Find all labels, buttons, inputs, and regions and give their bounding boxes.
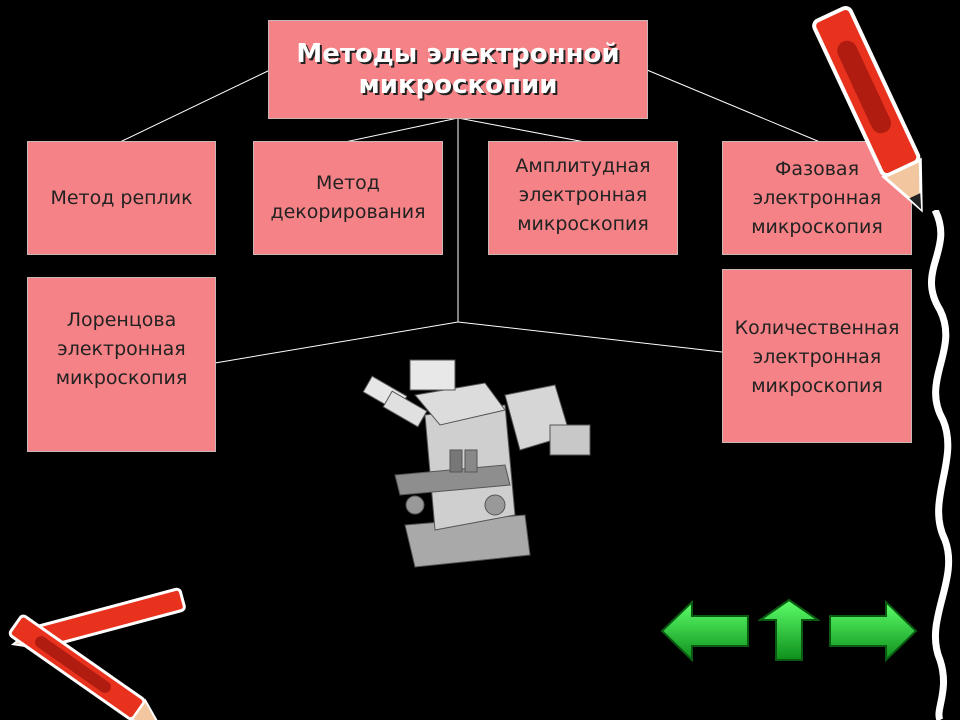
diagram-title: Методы электронной микроскопии <box>296 38 620 100</box>
method-label: Амплитудная электронная микроскопия <box>515 155 651 235</box>
crossed-pencils-icon <box>8 587 186 720</box>
pencil-icon <box>812 5 923 213</box>
arrow-up-icon[interactable] <box>758 598 820 662</box>
arrow-left-icon[interactable] <box>660 600 750 662</box>
method-box-phase: Фазовая электронная микроскопия <box>722 141 912 255</box>
method-label: Лоренцова электронная микроскопия <box>55 309 188 389</box>
method-label: Количественная электронная микроскопия <box>734 317 900 397</box>
microscope-image <box>362 359 591 568</box>
method-box-decoration: Метод декорирования <box>253 141 443 255</box>
method-label: Метод реплик <box>50 186 193 209</box>
method-box-lorentz: Лоренцова электронная микроскопия <box>27 277 216 452</box>
method-label: Метод декорирования <box>270 172 426 223</box>
decorative-wave <box>927 210 953 720</box>
diagram-title-box: Методы электронной микроскопии <box>268 20 648 119</box>
method-box-quantitative: Количественная электронная микроскопия <box>722 269 912 443</box>
method-label: Фазовая электронная микроскопия <box>751 157 883 238</box>
arrow-right-icon[interactable] <box>828 600 918 662</box>
method-box-replica: Метод реплик <box>27 141 216 255</box>
method-box-amplitude: Амплитудная электронная микроскопия <box>488 141 678 255</box>
